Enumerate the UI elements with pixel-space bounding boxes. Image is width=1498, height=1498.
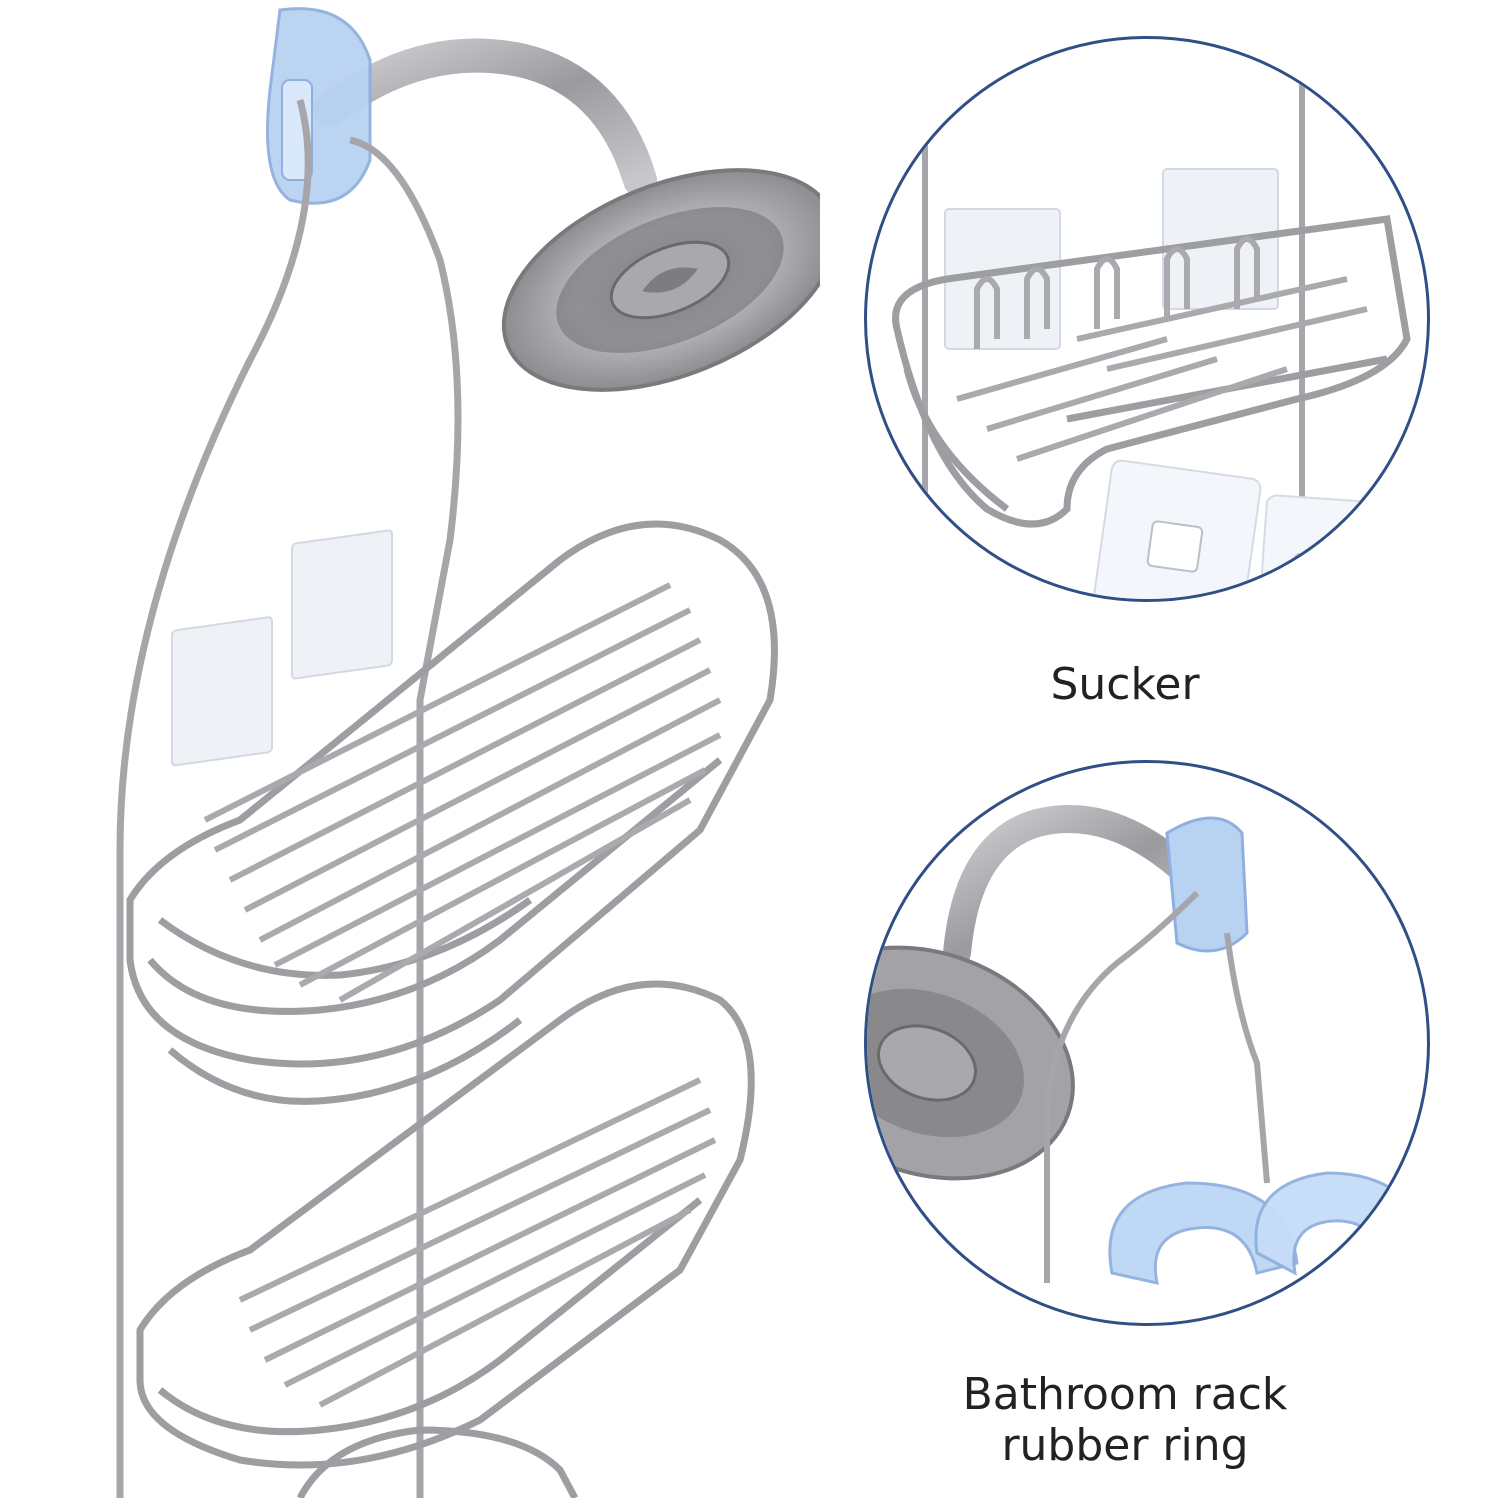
basket-bottom <box>296 1426 579 1498</box>
rubber-ring-detail-illustration <box>867 805 1427 1285</box>
adhesive-pad <box>291 529 393 680</box>
detail-circle-rubber-ring <box>864 760 1430 1326</box>
shower-caddy-illustration <box>116 7 820 1498</box>
suction-cup <box>266 7 372 205</box>
basket-top <box>126 520 778 1105</box>
basket-top-slats <box>203 582 722 1003</box>
shower-head <box>501 168 820 392</box>
sucker-detail-illustration <box>892 79 1411 599</box>
label-sucker: Sucker <box>1050 659 1200 710</box>
basket-middle <box>136 980 755 1469</box>
adhesive-pad <box>171 616 273 767</box>
loose-adhesive-pads <box>1092 459 1393 599</box>
label-rubber-ring: Bathroom rack rubber ring <box>962 1369 1288 1471</box>
basket-middle-slats <box>238 1077 717 1408</box>
hanger-wire-right <box>349 136 462 1498</box>
rubber-rings <box>1108 1171 1427 1285</box>
detail-circle-sucker <box>864 36 1430 602</box>
shower-arm <box>313 38 657 197</box>
hanger-wire-left <box>116 99 312 1498</box>
